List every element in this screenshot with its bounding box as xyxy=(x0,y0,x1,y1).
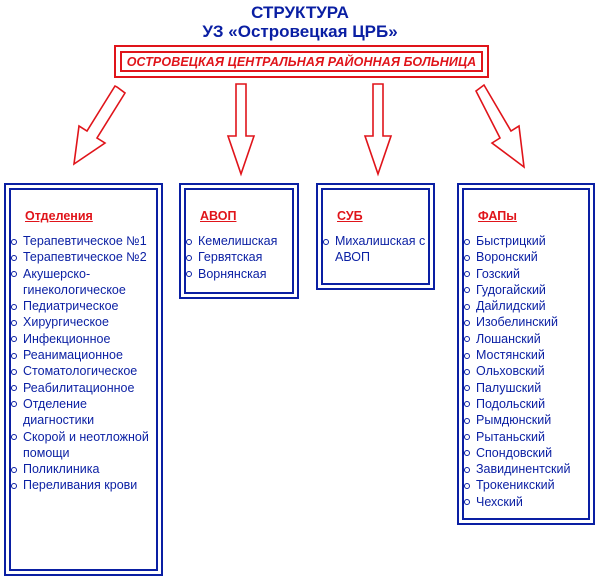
sub-box-inner-frame xyxy=(321,188,430,285)
list-item: Трокеникский xyxy=(464,477,592,493)
list-item: Поликлиника xyxy=(11,461,155,477)
list-item: Отделение диагностики xyxy=(11,396,155,429)
list-item: Гервятская xyxy=(186,249,294,265)
list-item: Рытаньский xyxy=(464,429,592,445)
list-item: Завидинентский xyxy=(464,461,592,477)
departments-heading: Отделения xyxy=(25,209,93,223)
list-item: Изобелинский xyxy=(464,314,592,330)
list-item: Стоматологическое xyxy=(11,363,155,379)
list-item: Реабилитационное xyxy=(11,380,155,396)
list-item: Михалишская с АВОП xyxy=(323,233,431,266)
list-item: Скорой и неотложной помощи xyxy=(11,429,155,462)
list-item: Мостянский xyxy=(464,347,592,363)
arrow-to-avop xyxy=(226,83,256,177)
avop-box-inner-frame xyxy=(184,188,294,294)
list-item: Ворнянская xyxy=(186,266,294,282)
chart-subtitle: УЗ «Островецкая ЦРБ» xyxy=(202,22,398,41)
list-item: Педиатрическое xyxy=(11,298,155,314)
departments-box-inner-frame xyxy=(9,188,158,571)
list-item: Рымдюнский xyxy=(464,412,592,428)
list-item: Лошанский xyxy=(464,331,592,347)
hospital-label: ОСТРОВЕЦКАЯ ЦЕНТРАЛЬНАЯ РАЙОННАЯ БОЛЬНИЦ… xyxy=(126,54,477,69)
list-item: Подольский xyxy=(464,396,592,412)
list-item: Инфекционное xyxy=(11,331,155,347)
list-item: Гудогайский xyxy=(464,282,592,298)
list-item: Переливания крови xyxy=(11,477,155,493)
list-item: Терапевтическое №1 xyxy=(11,233,155,249)
faps-heading: ФАПы xyxy=(478,209,517,223)
list-item: Гозский xyxy=(464,266,592,282)
faps-box-inner-frame xyxy=(462,188,590,520)
hospital-box-inner-frame: ОСТРОВЕЦКАЯ ЦЕНТРАЛЬНАЯ РАЙОННАЯ БОЛЬНИЦ… xyxy=(120,51,483,72)
hospital-box: ОСТРОВЕЦКАЯ ЦЕНТРАЛЬНАЯ РАЙОННАЯ БОЛЬНИЦ… xyxy=(114,45,489,78)
list-item: Кемелишская xyxy=(186,233,294,249)
arrow-to-faps xyxy=(474,83,526,169)
list-item: Ольховский xyxy=(464,363,592,379)
list-item: Хирургическое xyxy=(11,314,155,330)
sub-list: Михалишская с АВОП xyxy=(323,233,431,266)
sub-heading: СУБ xyxy=(337,209,363,223)
avop-heading: АВОП xyxy=(200,209,237,223)
arrow-to-sub xyxy=(363,83,393,177)
list-item: Дайлидский xyxy=(464,298,592,314)
list-item: Реанимационное xyxy=(11,347,155,363)
sub-box: СУБ Михалишская с АВОП xyxy=(316,183,435,290)
chart-title: СТРУКТУРА xyxy=(251,3,349,22)
list-item: Быстрицкий xyxy=(464,233,592,249)
arrow-to-departments xyxy=(72,84,127,166)
list-item: Спондовский xyxy=(464,445,592,461)
list-item: Воронский xyxy=(464,249,592,265)
list-item: Акушерско-гинекологическое xyxy=(11,266,155,299)
list-item: Чехский xyxy=(464,494,592,510)
list-item: Палушский xyxy=(464,380,592,396)
list-item: Терапевтическое №2 xyxy=(11,249,155,265)
